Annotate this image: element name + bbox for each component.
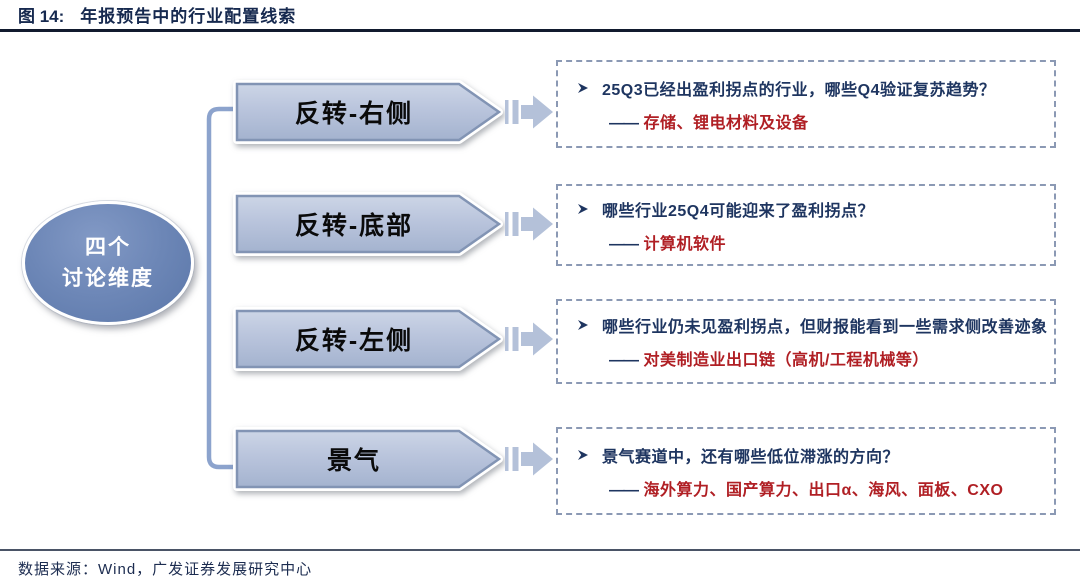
figure-title: 年报预告中的行业配置线索 bbox=[80, 7, 297, 26]
dimension-shape-row: 反转-左侧 bbox=[233, 307, 503, 371]
arrowhead-bullet-icon bbox=[576, 318, 590, 332]
figure-number: 图 14: bbox=[18, 7, 65, 26]
question-line: 哪些行业仍未见盈利拐点，但财报能看到一些需求侧改善迹象 bbox=[576, 313, 1048, 337]
dimension-shape-row: 景气 bbox=[233, 427, 503, 491]
data-source-footer: 数据来源：Wind，广发证券发展研究中心 bbox=[0, 549, 1080, 583]
dimension-label: 反转-右侧 bbox=[294, 100, 414, 128]
info-box: 25Q3已经出盈利拐点的行业，哪些Q4验证复苏趋势？ —— 存储、锂电材料及设备 bbox=[556, 60, 1056, 148]
striped-right-arrow-icon bbox=[505, 95, 553, 129]
striped-right-arrow-icon bbox=[505, 442, 553, 476]
dimension-shape-row: 反转-右侧 bbox=[233, 80, 503, 144]
hub-line1: 四个 bbox=[85, 235, 131, 259]
answer-dash: —— bbox=[609, 235, 639, 253]
data-source-text: 数据来源：Wind，广发证券发展研究中心 bbox=[18, 561, 313, 578]
answer-line: —— 海外算力、国产算力、出口α、海风、面板、CXO bbox=[609, 476, 1048, 500]
question-text: 25Q3已经出盈利拐点的行业，哪些Q4验证复苏趋势？ bbox=[602, 81, 996, 99]
answer-line: —— 计算机软件 bbox=[609, 230, 1048, 254]
dimension-shape-row: 反转-底部 bbox=[233, 192, 503, 256]
figure-header: 图 14: 年报预告中的行业配置线索 bbox=[0, 0, 1080, 32]
answer-dash: —— bbox=[609, 114, 639, 132]
answer-text: 对美制造业出口链（高机/工程机械等） bbox=[643, 352, 929, 369]
answer-dash: —— bbox=[609, 352, 639, 369]
answer-text: 存储、锂电材料及设备 bbox=[643, 114, 809, 132]
dimension-label: 景气 bbox=[326, 447, 381, 475]
hub-ellipse: 四个 讨论维度 bbox=[22, 201, 194, 325]
pentagon-shape bbox=[233, 192, 503, 256]
arrowhead-bullet-icon bbox=[576, 81, 590, 95]
info-box: 哪些行业25Q4可能迎来了盈利拐点？ —— 计算机软件 bbox=[556, 184, 1056, 266]
dimension-label: 反转-左侧 bbox=[294, 327, 414, 355]
question-line: 25Q3已经出盈利拐点的行业，哪些Q4验证复苏趋势？ bbox=[576, 76, 1048, 100]
question-text: 哪些行业25Q4可能迎来了盈利拐点？ bbox=[602, 202, 875, 220]
answer-dash: —— bbox=[609, 481, 639, 499]
bracket-connector bbox=[206, 106, 240, 470]
arrowhead-bullet-icon bbox=[576, 202, 590, 216]
question-text: 哪些行业仍未见盈利拐点，但财报能看到一些需求侧改善迹象 bbox=[602, 319, 1048, 336]
question-line: 哪些行业25Q4可能迎来了盈利拐点？ bbox=[576, 197, 1048, 221]
info-box: 哪些行业仍未见盈利拐点，但财报能看到一些需求侧改善迹象 —— 对美制造业出口链（… bbox=[556, 299, 1056, 384]
answer-text: 计算机软件 bbox=[643, 235, 726, 253]
answer-line: —— 存储、锂电材料及设备 bbox=[609, 109, 1048, 133]
dimension-label: 反转-底部 bbox=[294, 212, 414, 240]
pentagon-shape bbox=[233, 427, 503, 491]
striped-right-arrow-icon bbox=[505, 322, 553, 356]
answer-text: 海外算力、国产算力、出口α、海风、面板、CXO bbox=[643, 481, 1004, 499]
info-box: 景气赛道中，还有哪些低位滞涨的方向？ —— 海外算力、国产算力、出口α、海风、面… bbox=[556, 427, 1056, 515]
question-line: 景气赛道中，还有哪些低位滞涨的方向？ bbox=[576, 443, 1048, 467]
answer-line: —— 对美制造业出口链（高机/工程机械等） bbox=[609, 346, 1048, 370]
arrowhead-bullet-icon bbox=[576, 448, 590, 462]
pentagon-shape bbox=[233, 80, 503, 144]
striped-right-arrow-icon bbox=[505, 207, 553, 241]
pentagon-shape bbox=[233, 307, 503, 371]
question-text: 景气赛道中，还有哪些低位滞涨的方向？ bbox=[602, 448, 900, 466]
hub-line2: 讨论维度 bbox=[62, 267, 154, 290]
